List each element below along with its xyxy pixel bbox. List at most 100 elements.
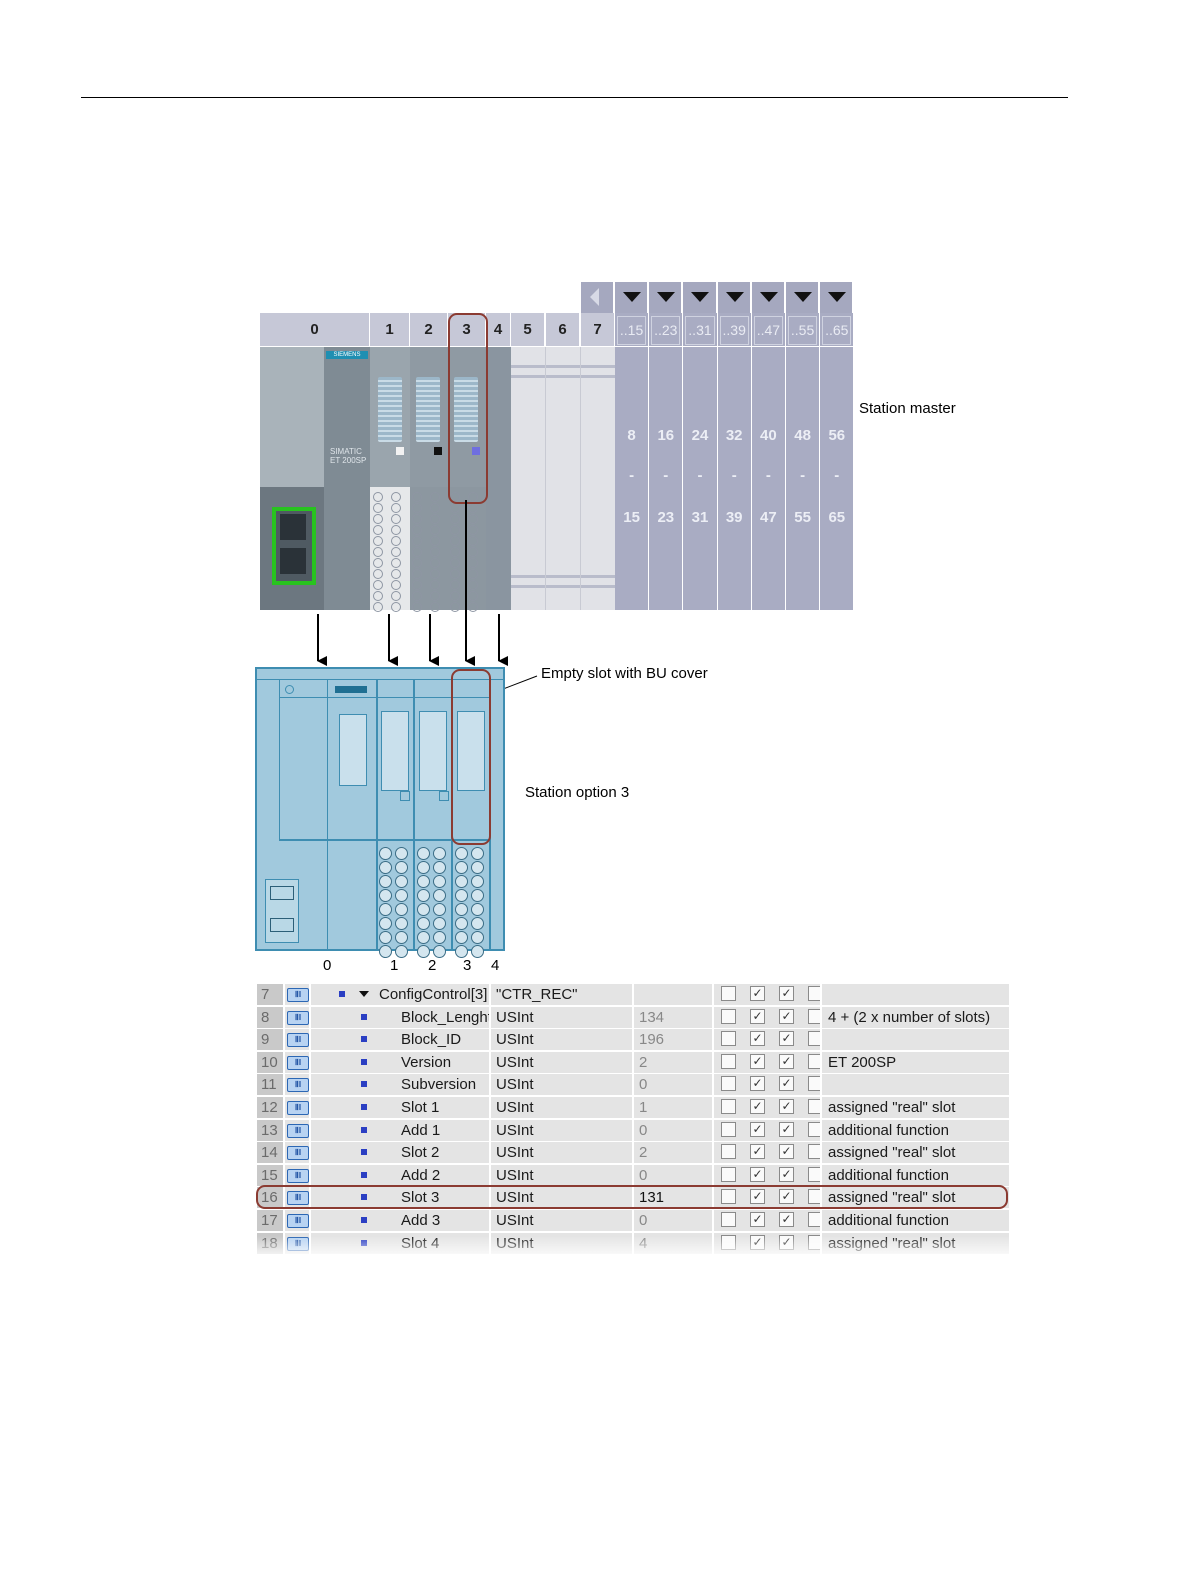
checkbox[interactable]: ✓	[779, 1031, 794, 1047]
name-cell[interactable]: Block_ID	[311, 1029, 489, 1051]
checkbox[interactable]	[721, 1008, 736, 1024]
checkbox[interactable]: ✓	[750, 1053, 765, 1069]
checkbox[interactable]	[808, 1076, 820, 1092]
checkbox[interactable]	[808, 986, 820, 1001]
range-header-4[interactable]: ..47	[751, 313, 785, 346]
range-header-5[interactable]: ..55	[786, 313, 820, 346]
range-header-2[interactable]: ..31	[683, 313, 717, 346]
port-selection[interactable]	[272, 507, 316, 585]
value-cell[interactable]: 196	[634, 1029, 712, 1051]
name-cell[interactable]: Subversion	[311, 1074, 489, 1096]
slot-header-2[interactable]: 2	[410, 313, 447, 346]
name-cell[interactable]: Add 3	[311, 1210, 489, 1231]
comment-cell[interactable]: ET 200SP	[822, 1051, 1009, 1073]
scroll-left-button[interactable]	[581, 282, 613, 313]
range-header-0[interactable]: ..15	[615, 313, 649, 346]
checkbox[interactable]	[808, 1099, 820, 1114]
checkbox[interactable]: ✓	[750, 986, 765, 1001]
checkbox[interactable]	[808, 1189, 820, 1205]
checkbox[interactable]	[721, 1053, 736, 1069]
checkbox[interactable]	[808, 1212, 820, 1227]
slot-4-empty[interactable]	[486, 347, 511, 610]
range-column-1[interactable]: 16-23	[649, 347, 683, 610]
range-header-1[interactable]: ..23	[649, 313, 683, 346]
range-column-2[interactable]: 24-31	[683, 347, 717, 610]
checkbox[interactable]: ✓	[750, 1121, 765, 1137]
checkbox[interactable]: ✓	[779, 1008, 794, 1024]
checkbox[interactable]	[721, 1099, 736, 1114]
checkbox[interactable]	[808, 1166, 820, 1182]
range-column-0[interactable]: 8-15	[615, 347, 649, 610]
name-cell[interactable]: Add 2	[311, 1164, 489, 1186]
checkbox[interactable]: ✓	[779, 1076, 794, 1092]
slot-header-6[interactable]: 6	[546, 313, 579, 346]
name-cell[interactable]: Block_Lenght	[311, 1006, 489, 1028]
slot-header-5[interactable]: 5	[511, 313, 544, 346]
value-cell[interactable]: 0	[634, 1074, 712, 1096]
value-cell[interactable]: 2	[634, 1142, 712, 1164]
checkbox[interactable]	[721, 1212, 736, 1227]
checkbox[interactable]: ✓	[750, 1031, 765, 1047]
range-column-3[interactable]: 32-39	[717, 347, 751, 610]
value-cell[interactable]: 0	[634, 1164, 712, 1186]
checkbox[interactable]: ✓	[779, 986, 794, 1001]
range-column-6[interactable]: 56-65	[820, 347, 854, 610]
slot-header-0[interactable]: 0	[260, 313, 369, 346]
name-cell[interactable]: Add 1	[311, 1119, 489, 1141]
range-column-4[interactable]: 40-47	[751, 347, 785, 610]
value-cell[interactable]: 134	[634, 1006, 712, 1028]
range-dropdown-0[interactable]	[615, 282, 648, 313]
range-column-5[interactable]: 48-55	[786, 347, 820, 610]
checkbox[interactable]: ✓	[750, 1008, 765, 1024]
checkbox[interactable]	[721, 1166, 736, 1182]
checkbox[interactable]: ✓	[750, 1212, 765, 1227]
checkbox[interactable]	[721, 1121, 736, 1137]
expand-triangle-icon[interactable]	[359, 991, 369, 997]
range-dropdown-3[interactable]	[717, 282, 750, 313]
checkbox[interactable]	[808, 1121, 820, 1137]
slot-7-empty[interactable]	[581, 347, 615, 610]
checkbox[interactable]	[808, 1144, 820, 1160]
checkbox[interactable]: ✓	[779, 1099, 794, 1114]
comment-cell[interactable]: assigned "real" slot	[822, 1142, 1009, 1164]
checkbox[interactable]: ✓	[779, 1212, 794, 1227]
comment-cell[interactable]: additional function	[822, 1119, 1009, 1141]
range-dropdown-6[interactable]	[820, 282, 853, 313]
comment-cell[interactable]: additional function	[822, 1164, 1009, 1186]
range-header-6[interactable]: ..65	[820, 313, 854, 346]
slot-header-1[interactable]: 1	[370, 313, 409, 346]
comment-cell[interactable]: assigned "real" slot	[822, 1187, 1009, 1209]
checkbox[interactable]	[808, 1053, 820, 1069]
range-dropdown-2[interactable]	[683, 282, 716, 313]
range-dropdown-4[interactable]	[751, 282, 784, 313]
checkbox[interactable]	[721, 986, 736, 1001]
checkbox[interactable]: ✓	[779, 1189, 794, 1205]
checkbox[interactable]: ✓	[750, 1144, 765, 1160]
slot-header-4[interactable]: 4	[486, 313, 510, 346]
range-dropdown-5[interactable]	[786, 282, 819, 313]
slot-header-7[interactable]: 7	[581, 313, 614, 346]
value-cell[interactable]: 2	[634, 1051, 712, 1073]
name-cell[interactable]: Slot 2	[311, 1142, 489, 1164]
checkbox[interactable]	[721, 1076, 736, 1092]
value-cell[interactable]: 131	[634, 1187, 712, 1209]
checkbox[interactable]	[808, 1008, 820, 1024]
comment-cell[interactable]	[822, 1029, 1009, 1051]
checkbox[interactable]: ✓	[779, 1121, 794, 1137]
checkbox[interactable]: ✓	[779, 1053, 794, 1069]
value-cell[interactable]	[634, 984, 712, 1005]
checkbox[interactable]: ✓	[779, 1166, 794, 1182]
checkbox[interactable]	[721, 1031, 736, 1047]
